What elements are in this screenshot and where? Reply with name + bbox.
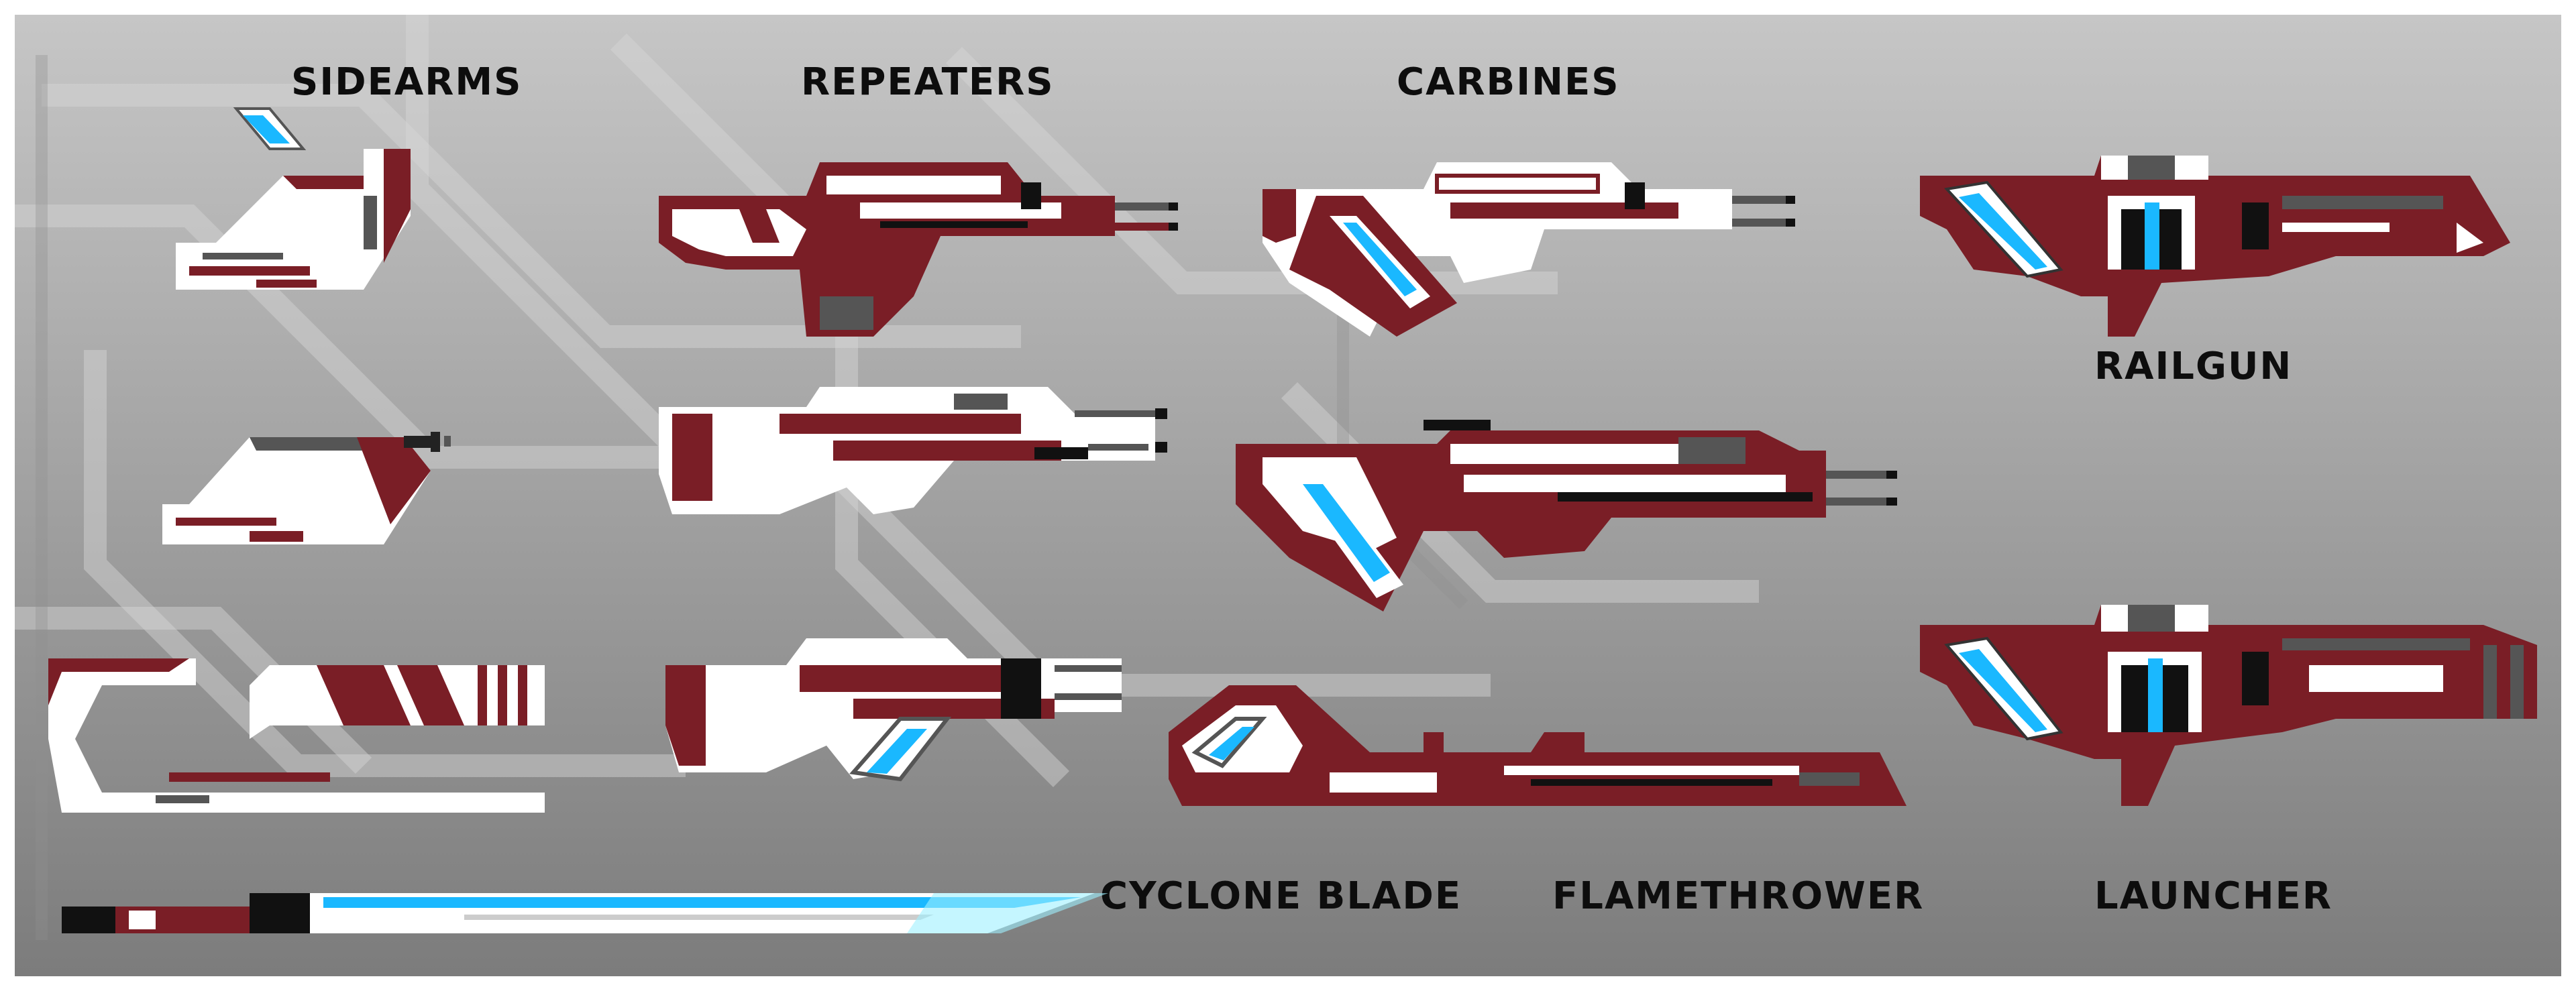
category-label-flamethrower: FLAMETHROWER bbox=[1552, 874, 1925, 918]
category-label-railgun: RAILGUN bbox=[2094, 345, 2293, 388]
category-label-carbines: CARBINES bbox=[1397, 60, 1620, 104]
carbine-2-illustration bbox=[1236, 420, 1897, 611]
weapon-sheet: SIDEARMS REPEATERS CARBINES RAILGUN CYCL… bbox=[15, 15, 2561, 976]
category-label-sidearms: SIDEARMS bbox=[291, 60, 523, 104]
repeater-1-illustration bbox=[659, 162, 1178, 337]
sidearm-2-illustration bbox=[162, 432, 451, 544]
category-label-cyclone-blade: CYCLONE BLADE bbox=[1100, 874, 1462, 918]
repeater-2-illustration bbox=[659, 387, 1167, 514]
railgun-illustration bbox=[1920, 156, 2510, 337]
category-label-launcher: LAUNCHER bbox=[2094, 874, 2332, 918]
cyclone-blade-illustration bbox=[62, 893, 1108, 933]
flamethrower-illustration bbox=[1169, 685, 1907, 806]
carbine-1-illustration bbox=[1263, 162, 1795, 337]
category-label-repeaters: REPEATERS bbox=[801, 60, 1055, 104]
sidearm-1-illustration bbox=[176, 107, 411, 290]
sidearm-3-illustration bbox=[48, 658, 545, 813]
repeater-3-illustration bbox=[665, 638, 1122, 782]
launcher-illustration bbox=[1920, 605, 2537, 806]
